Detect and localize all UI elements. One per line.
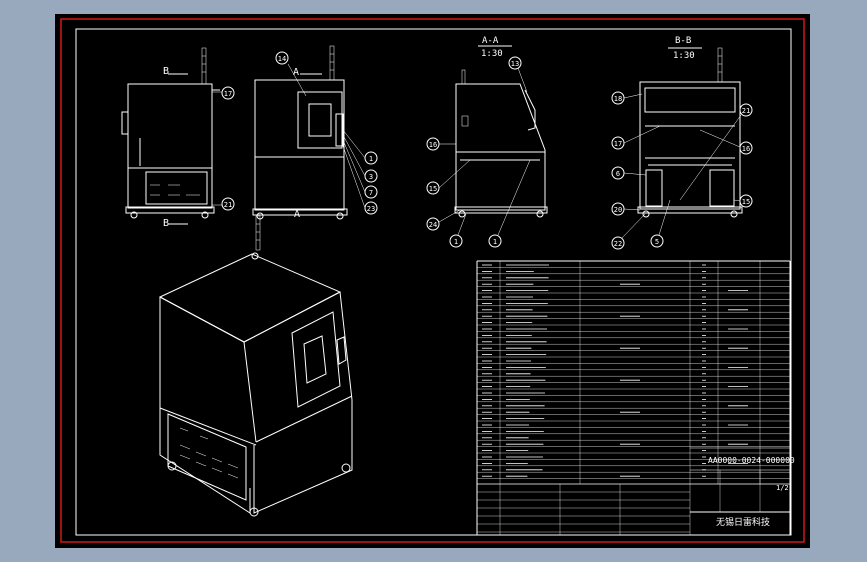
view-section-b-b xyxy=(637,47,743,218)
company-name: 无锡日雷科技 xyxy=(716,516,770,528)
view-section-a-a xyxy=(454,69,548,218)
drawing-sheet xyxy=(55,14,810,548)
balloon-13: 13 xyxy=(511,60,519,68)
balloon-20: 20 xyxy=(614,206,622,214)
balloons-section-a: 13 16 15 24 1 1 xyxy=(426,56,531,248)
section-a-label: A-A xyxy=(482,36,499,46)
balloon-1-a-left: 1 xyxy=(454,238,458,246)
section-a-a-header: A-A 1:30 xyxy=(478,36,512,59)
view-isometric xyxy=(158,252,353,517)
section-a-scale: 1:30 xyxy=(481,49,503,59)
balloon-15-a: 15 xyxy=(429,185,437,193)
balloons-view-2: 14 1 3 7 23 xyxy=(275,51,378,215)
balloon-23-side: 23 xyxy=(367,205,375,213)
balloon-16-a: 16 xyxy=(429,141,437,149)
section-marker-b-bottom: B xyxy=(163,218,188,229)
balloon-14: 14 xyxy=(278,55,286,63)
outer-frame xyxy=(60,18,805,543)
section-b-label: B-B xyxy=(675,36,691,46)
balloon-15-b: 15 xyxy=(742,198,750,206)
balloon-7-side: 7 xyxy=(369,189,373,197)
section-b-scale: 1:30 xyxy=(673,51,695,61)
balloon-21-b: 21 xyxy=(742,107,750,115)
parts-list xyxy=(476,260,791,535)
balloons-section-b: 18 21 17 16 6 20 15 22 5 xyxy=(611,91,753,250)
balloon-21-front: 21 xyxy=(224,201,232,209)
section-marker-b-top: B xyxy=(163,66,188,77)
view-side-elevation xyxy=(121,47,220,219)
balloon-17-front: 17 xyxy=(224,90,232,98)
section-mark-b-top: B xyxy=(163,66,169,77)
section-mark-a-bottom: A xyxy=(294,209,300,220)
balloon-18: 18 xyxy=(614,95,622,103)
balloon-16-b: 16 xyxy=(742,145,750,153)
balloon-3-side: 3 xyxy=(369,173,373,181)
balloon-5-b: 5 xyxy=(655,238,659,246)
balloon-1-a-right: 1 xyxy=(493,238,497,246)
balloon-6-b: 6 xyxy=(616,170,620,178)
drawing-number: AA0000-0024-000000 xyxy=(708,456,795,465)
balloons-view-1: 17 21 xyxy=(212,86,235,211)
balloon-24: 24 xyxy=(429,221,437,229)
balloon-17-b: 17 xyxy=(614,140,622,148)
sheet-number: 1/2 xyxy=(776,484,789,492)
inner-frame xyxy=(75,28,792,536)
section-marker-a-top: A xyxy=(293,67,322,78)
section-mark-a-top: A xyxy=(293,67,299,78)
balloon-1-side: 1 xyxy=(369,155,373,163)
title-block: AA0000-0024-000000 1/2 无锡日雷科技 xyxy=(690,456,795,528)
section-mark-b-bottom: B xyxy=(163,218,169,229)
balloon-22: 22 xyxy=(614,240,622,248)
section-b-b-header: B-B 1:30 xyxy=(668,36,702,61)
section-marker-a-bottom: A xyxy=(294,209,322,220)
